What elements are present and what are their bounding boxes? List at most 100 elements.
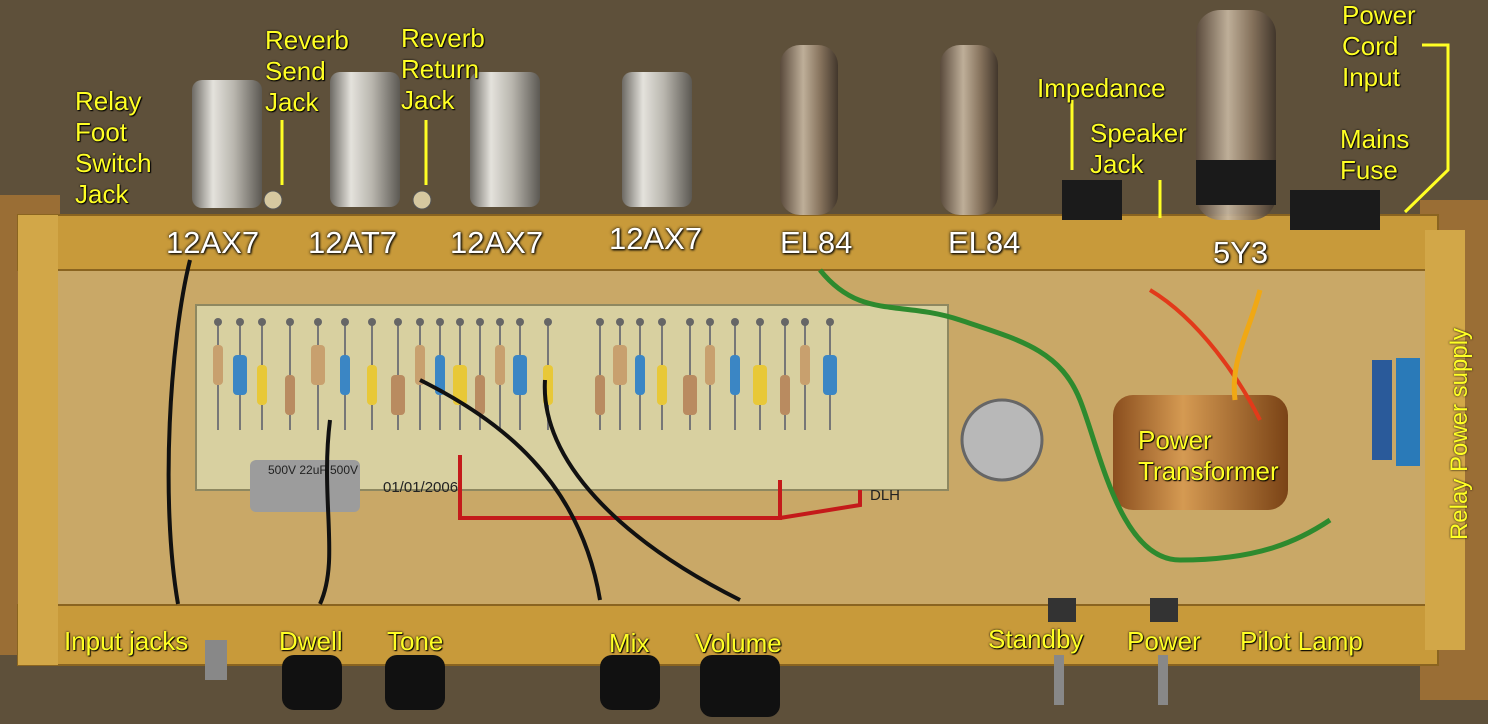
power-toggle <box>1158 655 1168 705</box>
power-transformer-label: Power Transformer <box>1138 425 1279 486</box>
solder-turret <box>436 318 444 326</box>
solder-turret <box>214 318 222 326</box>
impedance-label: Impedance <box>1037 73 1166 103</box>
board-component <box>613 345 627 385</box>
standby-label: Standby <box>988 624 1084 654</box>
tube-shield-4 <box>622 72 692 207</box>
tone-knob <box>385 655 445 710</box>
solder-turret <box>286 318 294 326</box>
standby-switch <box>1048 598 1076 622</box>
solder-turret <box>516 318 524 326</box>
relay-power-supply-label-wrap: Relay Power supply <box>1432 284 1488 584</box>
solder-turret <box>341 318 349 326</box>
solder-turret <box>826 318 834 326</box>
tube-shield-1 <box>192 80 262 208</box>
relay-cap-2 <box>1396 358 1420 466</box>
board-component <box>513 355 527 395</box>
board-component <box>311 345 325 385</box>
solder-turret <box>756 318 764 326</box>
toggle-switches <box>1048 598 1178 705</box>
relay-foot-switch-label: Relay Foot Switch Jack <box>75 86 152 209</box>
solder-turret <box>456 318 464 326</box>
el84-tube-1 <box>780 45 838 215</box>
tube-label-v6: EL84 <box>948 225 1021 260</box>
power-transformer <box>1113 395 1288 510</box>
solder-turret <box>706 318 714 326</box>
board-component <box>391 375 405 415</box>
black-wire-2 <box>419 378 602 601</box>
board-component <box>233 355 247 395</box>
mains-fuse-label: Mains Fuse <box>1340 124 1410 185</box>
mix-label: Mix <box>609 628 650 658</box>
board-component <box>780 375 790 415</box>
reverb-return-jack <box>412 190 432 210</box>
tube-label-v3: 12AX7 <box>450 225 544 260</box>
tube-shield-3 <box>470 72 540 207</box>
solder-turret <box>686 318 694 326</box>
black-wire-4 <box>318 419 332 605</box>
tube-label-v5: EL84 <box>780 225 853 260</box>
tube-label-v4: 12AX7 <box>609 221 703 256</box>
filter-capacitor <box>250 460 360 512</box>
circuit-board <box>195 304 949 491</box>
board-component <box>495 345 505 385</box>
speaker-jack-label: Speaker Jack <box>1090 118 1187 179</box>
impedance-switch <box>1062 180 1122 220</box>
solder-turret <box>314 318 322 326</box>
preamp-tube-shields <box>192 72 692 208</box>
octal-socket <box>960 398 1044 482</box>
board-components <box>213 318 837 430</box>
board-component <box>800 345 810 385</box>
right-rail <box>1425 230 1465 650</box>
solder-turret <box>731 318 739 326</box>
board-component <box>705 345 715 385</box>
tone-label: Tone <box>387 626 444 656</box>
solder-turret <box>636 318 644 326</box>
mix-knob <box>600 655 660 710</box>
power-switch <box>1150 598 1178 622</box>
front-knobs <box>205 640 780 717</box>
left-rail <box>18 215 58 665</box>
volume-label: Volume <box>695 628 782 658</box>
board-component <box>683 375 697 415</box>
fuse-and-cord <box>1290 190 1380 230</box>
solder-turret <box>781 318 789 326</box>
standby-toggle <box>1054 655 1064 705</box>
board-component <box>475 375 485 415</box>
board-component <box>453 365 467 405</box>
relay-power-supply-label: Relay Power supply <box>1446 327 1473 541</box>
pointer-lines <box>280 43 1450 218</box>
el84-tube-2 <box>940 45 998 215</box>
board-component <box>823 355 837 395</box>
board-component <box>730 355 740 395</box>
cap-marking: 500V 22uF <box>268 463 327 477</box>
green-wire <box>818 268 1332 563</box>
black-wire-1 <box>166 259 192 605</box>
solder-turret <box>236 318 244 326</box>
solder-turret <box>368 318 376 326</box>
rectifier-base <box>1196 160 1276 205</box>
cap-marking-2: 500V <box>330 463 358 477</box>
solder-turret <box>416 318 424 326</box>
board-component <box>595 375 605 415</box>
solder-turret <box>658 318 666 326</box>
input-jacks-label: Input jacks <box>64 626 189 656</box>
power-label: Power <box>1127 626 1201 656</box>
board-component <box>213 345 223 385</box>
reverb-return-label: Reverb Return Jack <box>401 23 485 115</box>
volume-knob <box>700 655 780 717</box>
board-component <box>753 365 767 405</box>
board-component <box>340 355 350 395</box>
solder-turret <box>496 318 504 326</box>
board-date: 01/01/2006 <box>383 479 458 496</box>
tube-label-v2: 12AT7 <box>308 225 398 260</box>
board-component <box>257 365 267 405</box>
tube-label-v1: 12AX7 <box>166 225 260 260</box>
board-component <box>435 355 445 395</box>
relay-cap-1 <box>1372 360 1392 460</box>
board-component <box>285 375 295 415</box>
tube-shield-2 <box>330 72 400 207</box>
yellow-wire <box>1231 289 1263 401</box>
pilot-lamp-label: Pilot Lamp <box>1240 626 1363 656</box>
